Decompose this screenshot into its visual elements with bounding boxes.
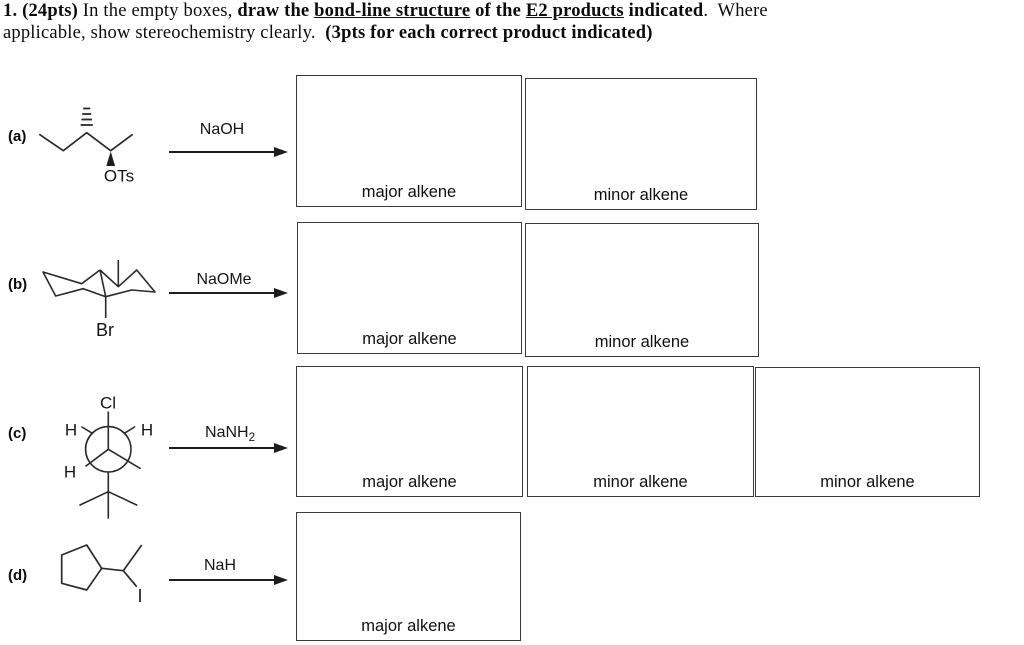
reagent-subscript: 2 (248, 432, 255, 445)
answer-box-label: minor alkene (594, 332, 690, 351)
reaction-arrow-c (169, 443, 288, 453)
structure-c-newman-projection (79, 409, 141, 519)
answer-box-label: minor alkene (593, 185, 689, 204)
question-text-segment: draw the (237, 1, 315, 21)
question-text-segment: . Where (703, 1, 768, 21)
atom-label-h-upper-left: H (63, 420, 79, 440)
answer-box-c-major[interactable]: major alkene (296, 366, 523, 497)
answer-box-b-minor[interactable]: minor alkene (525, 223, 759, 357)
reagent-label-a: NaOH (199, 121, 245, 138)
question-text-segment: indicated (623, 1, 704, 21)
reaction-arrow-b (169, 288, 288, 298)
atom-label-h-lower-left: H (62, 462, 78, 482)
reagent-label-b: NaOMe (196, 271, 252, 288)
answer-box-label: major alkene (362, 329, 457, 348)
row-label-b: (b) (8, 276, 28, 293)
question-text: 1. (24pts) In the empty boxes, draw the … (3, 0, 1021, 44)
reagent-label-d: NaH (203, 557, 237, 574)
answer-box-a-minor[interactable]: minor alkene (525, 78, 757, 210)
answer-box-b-major[interactable]: major alkene (297, 222, 522, 354)
question-text-segment: of the (470, 1, 526, 21)
reagent-label-c: NaNH2 (205, 424, 255, 444)
structure-b-bromo-decalin (42, 260, 156, 318)
row-label-a: (a) (8, 128, 27, 145)
atom-label-h-upper-right: H (139, 420, 155, 440)
reaction-arrow-a (169, 147, 288, 157)
atom-label-br: Br (95, 320, 115, 340)
question-text-segment: (3pts for each correct product indicated… (325, 23, 653, 43)
row-label-c: (c) (8, 425, 27, 442)
answer-box-label: major alkene (361, 182, 457, 201)
question-text-segment: E2 products (525, 1, 624, 21)
answer-box-c-minor-2[interactable]: minor alkene (755, 367, 980, 497)
answer-box-label: major alkene (362, 472, 457, 491)
structure-a-alkyl-tosylate (38, 107, 134, 166)
question-text-segment: bond-line structure (314, 1, 471, 21)
question-text-segment: applicable, show stereochemistry clearly… (3, 23, 326, 43)
atom-label-ots: OTs (102, 166, 136, 186)
reaction-arrow-d (169, 575, 288, 585)
answer-box-label: minor alkene (820, 472, 915, 491)
atom-label-cl: Cl (98, 393, 118, 413)
question-text-segment: In the empty boxes, (82, 1, 238, 21)
answer-box-label: minor alkene (593, 472, 688, 491)
answer-box-label: major alkene (361, 616, 456, 635)
reagent-formula: NaNH (205, 423, 249, 441)
atom-label-i: I (136, 586, 144, 606)
answer-box-d-major[interactable]: major alkene (296, 512, 521, 641)
question-text-segment: 1. (24pts) (3, 1, 83, 21)
structure-d-iodo-cyclopentane (60, 544, 143, 591)
answer-box-a-major[interactable]: major alkene (296, 75, 522, 207)
answer-box-c-minor-1[interactable]: minor alkene (527, 366, 754, 497)
row-label-d: (d) (8, 567, 28, 584)
